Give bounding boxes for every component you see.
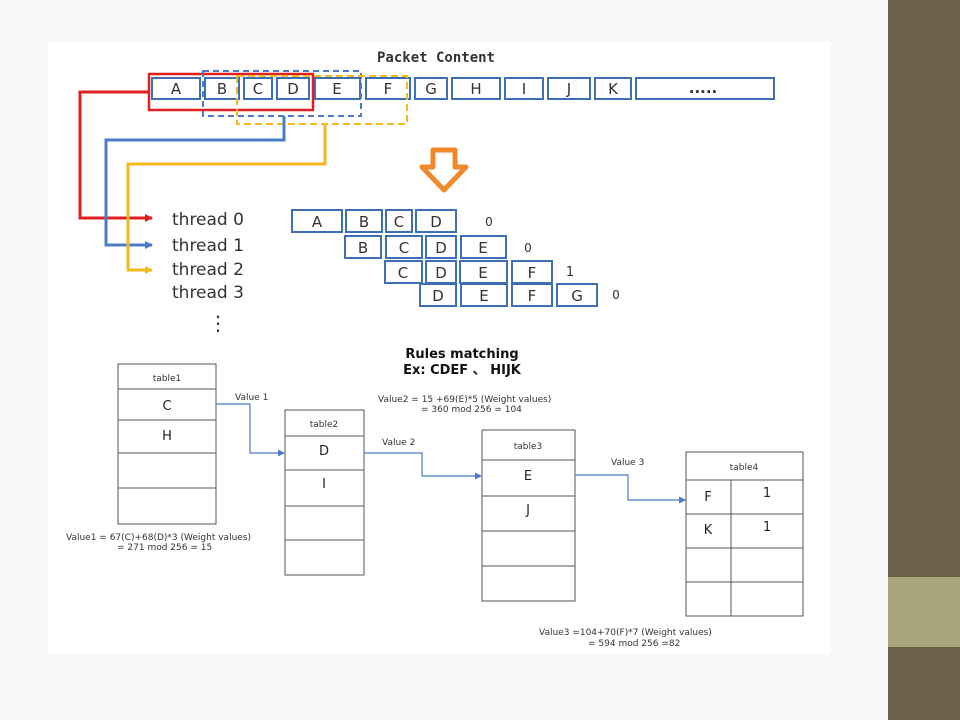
thread-2-cell: D — [435, 264, 447, 282]
formula3-line1: Value3 =104+70(F)*7 (Weight values) — [539, 628, 712, 638]
packet-cell-c — [243, 77, 273, 100]
thread-0-cell: B — [359, 213, 369, 231]
connector-blue — [104, 116, 286, 249]
thread-3-row: D E F G 0 — [419, 283, 620, 307]
value2-connector — [364, 452, 482, 480]
thread-1-row: B C D E 0 — [344, 235, 532, 259]
packet-cell-j-label: J — [566, 80, 571, 98]
thread-3-value: 0 — [612, 288, 620, 302]
packet-row — [151, 77, 775, 100]
table2-row: D — [319, 444, 329, 459]
rules-example: Ex: CDEF 、 HIJK — [403, 363, 522, 378]
window-thread2-yellow — [236, 75, 408, 125]
diagram-canvas: Packet Content A B C D E F G H I J K ...… — [48, 42, 831, 655]
packet-cell-j — [547, 77, 591, 100]
thread-1-cell: B — [358, 239, 368, 257]
thread-2-value: 1 — [566, 265, 574, 280]
packet-cell-d-label: D — [287, 80, 299, 98]
table3: table3 E J — [481, 429, 576, 602]
thread-2-cell: C — [398, 264, 408, 282]
table1-row: C — [162, 399, 171, 414]
thread-3-cell: E — [479, 287, 488, 305]
packet-cell-b — [204, 77, 240, 100]
thread-0-cell: D — [430, 213, 442, 231]
table4-key: F — [704, 490, 711, 505]
thread-1-value: 0 — [524, 241, 532, 255]
packet-cell-d — [276, 77, 310, 100]
rules-title: Rules matching — [405, 347, 518, 362]
packet-cell-k — [594, 77, 632, 100]
sidebar-accent-band — [888, 577, 960, 647]
down-arrow-icon — [419, 147, 469, 193]
table3-title: table3 — [514, 442, 543, 452]
vertical-ellipsis-icon: ⋮ — [208, 311, 228, 335]
packet-cell-g-label: G — [425, 80, 437, 98]
thread-1-cell: C — [399, 239, 409, 257]
table1-title: table1 — [153, 374, 182, 384]
value3-connector — [575, 474, 686, 504]
thread-3-label: thread 3 — [172, 283, 244, 303]
thread-3-cell: G — [571, 287, 583, 305]
thread-2-row: C D E F 1 — [384, 260, 574, 284]
formula3-line2: = 594 mod 256 =82 — [588, 639, 680, 649]
thread-1-label: thread 1 — [172, 236, 244, 256]
value1-connector — [216, 403, 285, 457]
thread-0-cell: A — [312, 213, 323, 231]
packet-title: Packet Content — [377, 50, 495, 66]
packet-cell-a-label: A — [171, 80, 182, 98]
value3-label: Value 3 — [611, 458, 644, 468]
table1-row: H — [162, 429, 172, 444]
table4-title: table4 — [730, 463, 759, 473]
packet-cell-f — [365, 77, 411, 100]
packet-cell-b-label: B — [217, 80, 227, 98]
value2-label: Value 2 — [382, 438, 415, 448]
formula2-line1: Value2 = 15 +69(E)*5 (Weight values) — [378, 395, 551, 405]
connector-red — [78, 90, 153, 222]
packet-cell-i-label: I — [522, 80, 526, 98]
thread-3-cell: F — [528, 287, 537, 305]
packet-cell-e-label: E — [332, 80, 341, 98]
thread-1-cell: D — [435, 239, 447, 257]
table4-value: 1 — [763, 486, 771, 501]
thread-0-row: A B C D 0 — [291, 209, 493, 233]
table4-value: 1 — [763, 520, 771, 535]
value1-label: Value 1 — [235, 393, 268, 403]
packet-cell-g — [414, 77, 448, 100]
packet-cell-k-label: K — [608, 80, 619, 98]
packet-cell-h-label: H — [470, 80, 481, 98]
table4: table4 F 1 K 1 — [685, 451, 804, 617]
packet-cell-a — [151, 77, 201, 100]
formula1-line1: Value1 = 67(C)+68(D)*3 (Weight values) — [66, 533, 251, 543]
thread-0-value: 0 — [485, 215, 493, 229]
table3-row: J — [525, 503, 530, 518]
packet-cell-c-label: C — [253, 80, 263, 98]
thread-0-cell: C — [394, 213, 404, 231]
table2-title: table2 — [310, 420, 339, 430]
thread-0-label: thread 0 — [172, 210, 244, 230]
thread-1-cell: E — [478, 239, 487, 257]
table1: table1 C H — [117, 363, 217, 525]
window-thread1-blue — [202, 70, 362, 117]
formula2-line2: = 360 mod 256 = 104 — [421, 405, 522, 415]
table2-row: I — [322, 477, 326, 492]
packet-cell-ellipsis — [635, 77, 775, 100]
packet-cell-ellipsis-label: ..... — [689, 79, 718, 97]
thread-2-cell: E — [478, 264, 487, 282]
packet-cell-i — [504, 77, 544, 100]
connector-yellow — [126, 124, 327, 274]
packet-cell-h — [451, 77, 501, 100]
thread-2-label: thread 2 — [172, 260, 244, 280]
table3-row: E — [524, 469, 532, 484]
thread-2-cell: F — [528, 264, 537, 282]
formula1-line2: = 271 mod 256 = 15 — [117, 543, 212, 553]
table2: table2 D I — [284, 409, 365, 576]
diagram-svg: Packet Content A B C D E F G H I J K ...… — [66, 50, 804, 649]
table4-key: K — [704, 523, 713, 538]
packet-cell-f-label: F — [384, 80, 393, 98]
thread-3-cell: D — [432, 287, 444, 305]
